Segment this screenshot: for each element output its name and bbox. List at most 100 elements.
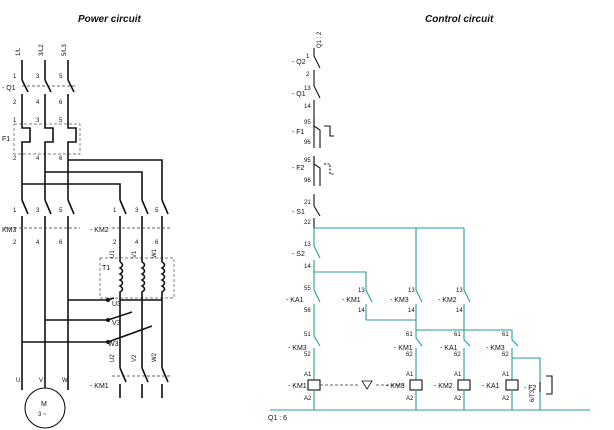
- svg-text:A2: A2: [502, 396, 510, 402]
- km3-hold-label: - KM3: [390, 297, 409, 304]
- ka1-interlock-label: - KA1: [440, 345, 458, 352]
- interlock-contacts: [313, 320, 541, 382]
- km2-power-label: - KM2: [90, 227, 109, 234]
- q1-top-ref: Q1 : 2: [317, 31, 323, 48]
- f2-coil-label: - F2: [524, 385, 537, 392]
- km2-hold-label: - KM2: [438, 297, 457, 304]
- svg-text:6: 6: [155, 240, 159, 246]
- svg-text:13: 13: [304, 86, 311, 92]
- svg-text:5: 5: [59, 208, 63, 214]
- km3-interlock2-label: - KM3: [486, 345, 505, 352]
- svg-text:A1: A1: [454, 372, 462, 378]
- svg-text:4: 4: [36, 100, 40, 106]
- tap-u2: U2: [110, 354, 116, 362]
- tap-v1: V1: [132, 250, 138, 258]
- svg-text:61: 61: [454, 332, 461, 338]
- km3-coil-label: - KM3: [386, 383, 405, 390]
- svg-text:2: 2: [13, 156, 17, 162]
- tap-v2: V2: [132, 354, 138, 362]
- svg-text:14: 14: [408, 308, 415, 314]
- svg-text:22: 22: [304, 220, 311, 226]
- f1-thermal-relay: [13, 118, 81, 160]
- svg-text:3: 3: [36, 208, 40, 214]
- f1-control-label: - F1: [292, 129, 305, 136]
- km3-power-label: KM3: [2, 227, 17, 234]
- f1-power-label: F1: [2, 136, 10, 143]
- svg-text:5: 5: [59, 74, 63, 80]
- tap-wires: [22, 297, 153, 344]
- motor-term-v: V: [39, 378, 43, 384]
- svg-text:1: 1: [113, 208, 117, 214]
- q1-control-label: - Q1: [292, 91, 306, 98]
- power-lines-top: [21, 60, 75, 118]
- svg-text:56: 56: [304, 308, 311, 314]
- svg-text:13: 13: [408, 288, 415, 294]
- motor-term-u: U: [16, 378, 20, 384]
- svg-text:13: 13: [358, 288, 365, 294]
- control-terminal-numbers: 1 2 13 14 95 96 95 96 21 22: [304, 54, 311, 226]
- svg-text:4: 4: [36, 240, 40, 246]
- f2-control-label: - F2: [292, 165, 305, 172]
- control-main-rail: [313, 48, 321, 238]
- tap-w3: W3: [108, 341, 119, 348]
- svg-text:A1: A1: [304, 372, 312, 378]
- svg-text:1: 1: [13, 74, 17, 80]
- t1-autotransformer: [99, 254, 175, 301]
- svg-text:21: 21: [304, 200, 311, 206]
- q2-control-label: - Q2: [292, 59, 306, 66]
- km3-power-contacts: [4, 199, 80, 260]
- f2-output-contact: [539, 375, 553, 410]
- tap-v3: V3: [112, 320, 121, 327]
- svg-text:3: 3: [135, 208, 139, 214]
- coils: [307, 370, 519, 410]
- svg-text:95: 95: [304, 158, 311, 164]
- km2-coil-label: - KM2: [434, 383, 453, 390]
- svg-text:62: 62: [406, 352, 413, 358]
- svg-text:51: 51: [304, 332, 311, 338]
- svg-text:A2: A2: [454, 396, 462, 402]
- svg-text:5: 5: [59, 118, 63, 124]
- phase-label-2: 3/L2: [39, 44, 45, 56]
- km3-interlock-label: - KM3: [288, 345, 307, 352]
- motor-term-w: W: [62, 378, 68, 384]
- svg-text:14: 14: [358, 308, 365, 314]
- svg-text:55: 55: [304, 286, 311, 292]
- svg-text:52: 52: [304, 352, 311, 358]
- f2-term-label: 6/T3: [530, 389, 536, 402]
- control-bus: [313, 227, 465, 290]
- km2-power-contacts: [112, 199, 172, 254]
- s2-control-label: - S2: [292, 251, 305, 258]
- motor: [21, 260, 69, 429]
- tap-u1: U1: [110, 250, 116, 258]
- svg-text:1: 1: [13, 118, 17, 124]
- svg-text:2: 2: [13, 100, 17, 106]
- km1-coil-label: - KM1: [288, 383, 307, 390]
- svg-text:2: 2: [13, 240, 17, 246]
- s2-pushbutton: [313, 238, 321, 272]
- svg-text:5: 5: [155, 208, 159, 214]
- km1-power-contacts: [112, 300, 172, 398]
- svg-text:2: 2: [113, 240, 117, 246]
- svg-text:13: 13: [304, 242, 311, 248]
- svg-text:6: 6: [59, 240, 63, 246]
- svg-text:3: 3: [36, 118, 40, 124]
- q1-power-label: - Q1: [2, 85, 16, 92]
- svg-text:3: 3: [36, 74, 40, 80]
- ka1-left-label: - KA1: [286, 297, 304, 304]
- svg-text:61: 61: [502, 332, 509, 338]
- svg-text:14: 14: [304, 104, 311, 110]
- svg-text:96: 96: [304, 140, 311, 146]
- control-circuit-title: Control circuit: [425, 14, 494, 25]
- svg-text:6: 6: [59, 156, 63, 162]
- svg-text:62: 62: [502, 352, 509, 358]
- svg-text:1: 1: [13, 208, 17, 214]
- phase-label-1: 1/L: [16, 47, 22, 56]
- svg-text:1: 1: [306, 54, 310, 60]
- tap-w2: W2: [152, 352, 158, 362]
- km1-hold-label: - KM1: [342, 297, 361, 304]
- svg-text:4: 4: [36, 156, 40, 162]
- power-distribution-wires: [21, 159, 163, 200]
- power-circuit-title: Power circuit: [78, 14, 141, 25]
